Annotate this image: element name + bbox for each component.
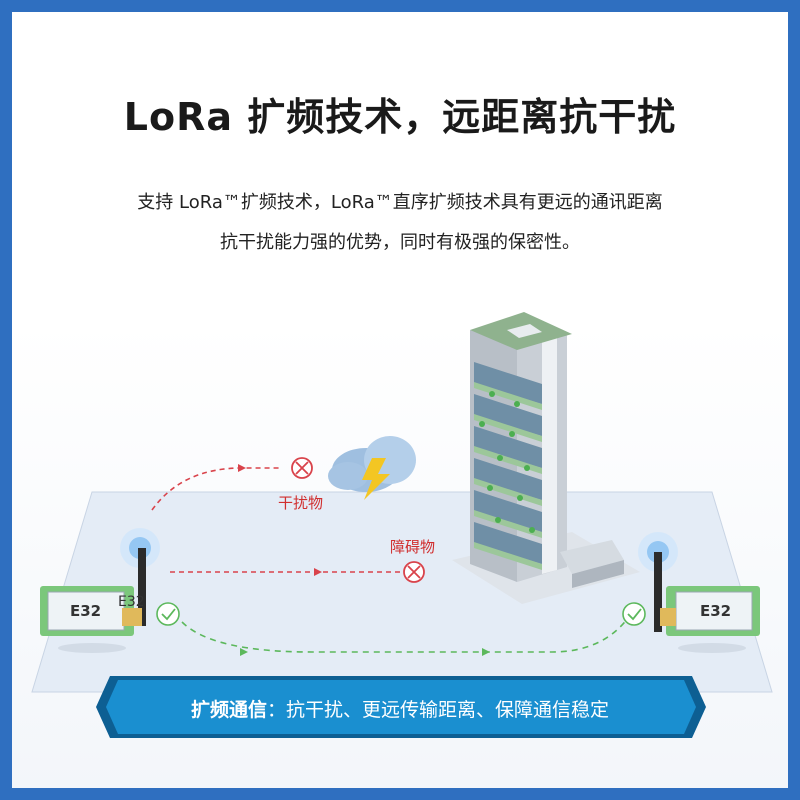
interference-label: 干扰物	[278, 494, 324, 512]
banner-text: ：抗干扰、更远传输距离、保障通信稳定	[267, 698, 610, 721]
cloud-lightning-icon	[328, 436, 416, 500]
feature-banner: 扩频通信：抗干扰、更远传输距离、保障通信稳定	[110, 680, 690, 736]
content-area: LoRa 扩频技术，远距离抗干扰 支持 LoRa™扩频技术，LoRa™直序扩频技…	[12, 12, 788, 788]
cross-circle-icon	[291, 457, 313, 479]
subtitle-line-2: 抗干扰能力强的优势，同时有极强的保密性。	[220, 232, 580, 253]
building-icon	[452, 312, 640, 604]
lora-module-right	[638, 532, 760, 653]
lora-module-left	[40, 528, 160, 653]
subtitle-line-1: 支持 LoRa™扩频技术，LoRa™直序扩频技术具有更远的通讯距离	[137, 192, 663, 213]
page-title: LoRa 扩频技术，远距离抗干扰	[123, 95, 677, 139]
cross-circle-icon	[403, 561, 425, 583]
banner-bold-text: 扩频通信	[190, 698, 267, 721]
module-left-label: E32	[70, 602, 102, 620]
check-circle-icon	[622, 602, 646, 626]
module-right-label: E32	[700, 602, 732, 620]
banner-background	[96, 676, 706, 738]
antenna-icon	[654, 552, 662, 632]
antenna-icon	[138, 548, 146, 626]
obstacle-label: 障碍物	[390, 538, 436, 556]
illustration	[31, 312, 773, 693]
check-circle-icon	[156, 602, 180, 626]
module-left-label-overlap: E32	[118, 594, 145, 610]
lora-path	[181, 617, 629, 653]
